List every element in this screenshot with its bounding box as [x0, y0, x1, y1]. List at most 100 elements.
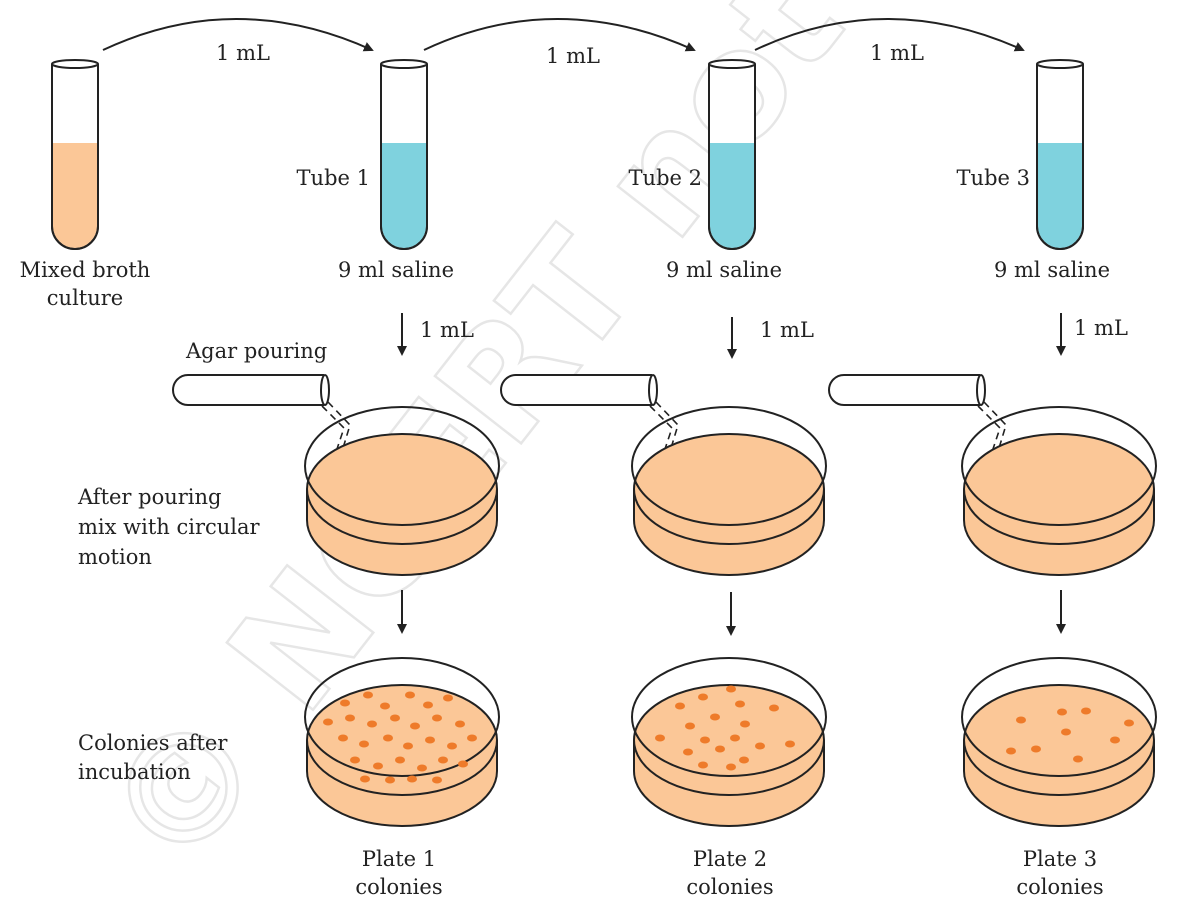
tube-2-caption: 9 ml saline: [666, 258, 782, 282]
colony: [1073, 755, 1083, 763]
pouring-tube: [828, 374, 1007, 459]
colony: [467, 734, 477, 742]
colonies-plate-1: [323, 691, 477, 784]
colony: [1057, 708, 1067, 716]
incubation-label-line1: Colonies after: [78, 731, 228, 755]
tube-2-label: Tube 2: [629, 166, 702, 190]
colony: [410, 722, 420, 730]
colony: [1031, 745, 1041, 753]
colony: [698, 693, 708, 701]
colony: [360, 775, 370, 783]
transfer-arrow-tube2-tube3: [754, 18, 1025, 52]
plate-1-caption-line1: Plate 1: [362, 847, 436, 871]
plate-3-caption-line1: Plate 3: [1023, 847, 1097, 871]
colony: [1110, 736, 1120, 744]
tube-3-label: Tube 3: [957, 166, 1030, 190]
mix-label-line2: mix with circular: [78, 515, 261, 539]
pouring-tube: [172, 374, 351, 459]
colony: [340, 699, 350, 707]
colony: [1124, 719, 1134, 727]
colony: [675, 702, 685, 710]
agar-pouring-label: Agar pouring: [185, 339, 327, 363]
colony: [385, 776, 395, 784]
colony: [1016, 716, 1026, 724]
colony: [432, 714, 442, 722]
colony: [345, 714, 355, 722]
saline-liquid: [1038, 143, 1082, 248]
broth-label-line2: culture: [47, 286, 123, 310]
colony: [1061, 728, 1071, 736]
colony: [1081, 707, 1091, 715]
colony: [655, 734, 665, 742]
colony: [455, 720, 465, 728]
plate-1-caption-line2: colonies: [355, 875, 442, 899]
colony: [710, 713, 720, 721]
colony: [417, 764, 427, 772]
tube-3: [1036, 59, 1084, 250]
colony: [407, 775, 417, 783]
plate-poured: [631, 406, 827, 576]
transfer-arrow-tube1-tube2: [423, 18, 696, 52]
colony: [390, 714, 400, 722]
colony: [447, 742, 457, 750]
tube-1: [380, 59, 428, 250]
plate-incubated-3: [961, 657, 1157, 827]
transfer-arrow-broth-tube1: [102, 18, 374, 52]
colony: [350, 756, 360, 764]
plate-3-caption-line2: colonies: [1016, 875, 1103, 899]
colony: [769, 704, 779, 712]
colony: [726, 763, 736, 771]
mix-label-line1: After pouring: [77, 485, 221, 509]
colony: [715, 745, 725, 753]
colony: [443, 694, 453, 702]
tube-1-caption: 9 ml saline: [338, 258, 454, 282]
colony: [383, 734, 393, 742]
saline-liquid: [382, 143, 426, 248]
colony: [698, 761, 708, 769]
plate-poured: [304, 406, 500, 576]
colony: [739, 756, 749, 764]
transfer-label: 1 mL: [1074, 316, 1128, 340]
colony: [403, 742, 413, 750]
saline-liquid: [710, 143, 754, 248]
colony: [700, 736, 710, 744]
colony: [432, 776, 442, 784]
tube-3-caption: 9 ml saline: [994, 258, 1110, 282]
colony: [726, 685, 736, 693]
tube-1-label: Tube 1: [297, 166, 370, 190]
colony: [380, 702, 390, 710]
colonies-plate-3: [1006, 707, 1134, 763]
transfer-label: 1 mL: [760, 318, 814, 342]
colony: [683, 748, 693, 756]
incubation-label-line2: incubation: [78, 760, 191, 784]
pouring-tube: [500, 374, 679, 459]
colony: [735, 700, 745, 708]
plate-incubated-2: [631, 657, 827, 827]
colony: [685, 722, 695, 730]
colony: [730, 734, 740, 742]
colonies-plate-2: [655, 685, 795, 771]
colony: [755, 742, 765, 750]
colony: [395, 756, 405, 764]
plate-2-caption-line1: Plate 2: [693, 847, 767, 871]
tube-2: [708, 59, 756, 250]
colony: [367, 720, 377, 728]
colony: [373, 762, 383, 770]
colony: [740, 720, 750, 728]
colony: [359, 740, 369, 748]
plate-2-caption-line2: colonies: [686, 875, 773, 899]
colony: [458, 760, 468, 768]
mix-label-line3: motion: [78, 545, 152, 569]
broth-label-line1: Mixed broth: [20, 258, 151, 282]
plate-poured: [961, 406, 1157, 576]
colony: [323, 718, 333, 726]
broth-liquid: [53, 143, 97, 248]
colony: [363, 691, 373, 699]
colony: [423, 701, 433, 709]
colony: [425, 736, 435, 744]
transfer-label: 1 mL: [870, 41, 924, 65]
plate-incubated-1: [304, 657, 500, 827]
colony: [1006, 747, 1016, 755]
transfer-label: 1 mL: [420, 318, 474, 342]
